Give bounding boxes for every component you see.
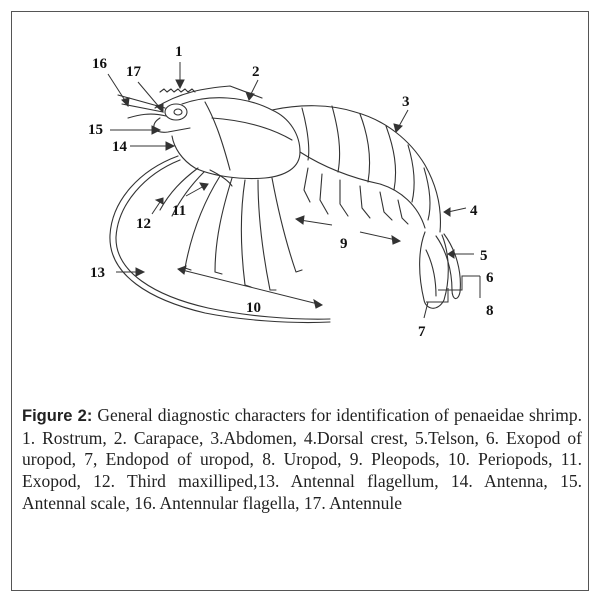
label-2: 2: [252, 64, 260, 80]
figure-label: Figure 2:: [22, 407, 92, 425]
label-16: 16: [92, 56, 108, 72]
label-9: 9: [340, 236, 348, 252]
figure-caption: Figure 2: General diagnostic characters …: [22, 405, 582, 515]
label-1: 1: [175, 44, 183, 60]
caption-text: General diagnostic characters for identi…: [22, 405, 582, 513]
label-14: 14: [112, 139, 128, 155]
label-10: 10: [246, 300, 261, 316]
label-3: 3: [402, 94, 410, 110]
label-12: 12: [136, 216, 151, 232]
label-7: 7: [418, 324, 426, 340]
label-4: 4: [470, 203, 478, 219]
antennal-flagellum: [110, 156, 330, 323]
label-8: 8: [486, 303, 494, 319]
label-5: 5: [480, 248, 488, 264]
label-11: 11: [172, 203, 186, 219]
label-6: 6: [486, 270, 494, 286]
label-13: 13: [90, 265, 105, 281]
shrimp-diagram: 1 2 3 4 5 6 7 8 9 10 11 12 13 14 15 16 1…: [0, 0, 600, 400]
label-15: 15: [88, 122, 103, 138]
label-17: 17: [126, 64, 142, 80]
carapace-outline: [172, 98, 300, 179]
